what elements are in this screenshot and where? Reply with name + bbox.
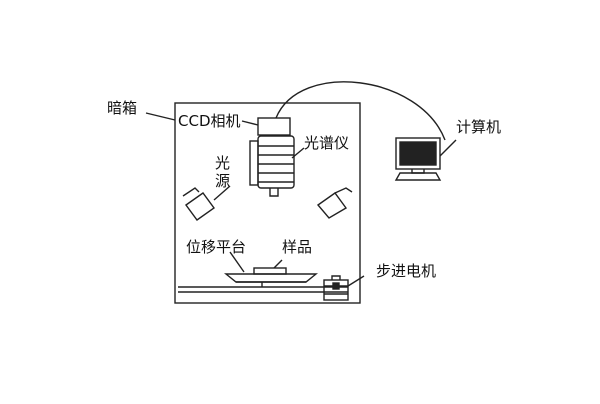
spectrometer-body	[249, 135, 295, 197]
displacement-platform	[224, 273, 318, 283]
computer-monitor	[394, 137, 442, 181]
guide-rail	[178, 282, 348, 293]
right-light-source	[316, 187, 353, 219]
label-light-source-1: 光	[215, 154, 230, 172]
left-light-source	[182, 187, 215, 221]
label-sample: 样品	[282, 238, 312, 256]
spectrometer-leader	[291, 147, 305, 159]
stepper-motor	[323, 275, 349, 301]
label-computer: 计算机	[456, 118, 501, 136]
stepper-motor-leader	[347, 275, 365, 287]
label-displacement-platform: 位移平台	[186, 238, 246, 256]
darkbox-leader-line	[145, 112, 176, 121]
platform-leader	[229, 251, 245, 273]
ccd-camera-leader	[241, 120, 259, 126]
sample-leader	[273, 259, 283, 269]
label-light-source-2: 源	[215, 172, 230, 190]
label-darkbox: 暗箱	[107, 99, 137, 117]
camera-computer-cable	[275, 81, 446, 141]
label-spectrometer: 光谱仪	[304, 134, 349, 152]
light-source-leader	[213, 185, 231, 201]
computer-leader	[439, 139, 457, 157]
label-ccd-camera: CCD相机	[178, 112, 241, 130]
sample-block	[253, 267, 287, 275]
label-stepper-motor: 步进电机	[376, 262, 436, 280]
darkbox-enclosure	[174, 102, 361, 304]
ccd-camera-body	[257, 117, 291, 136]
